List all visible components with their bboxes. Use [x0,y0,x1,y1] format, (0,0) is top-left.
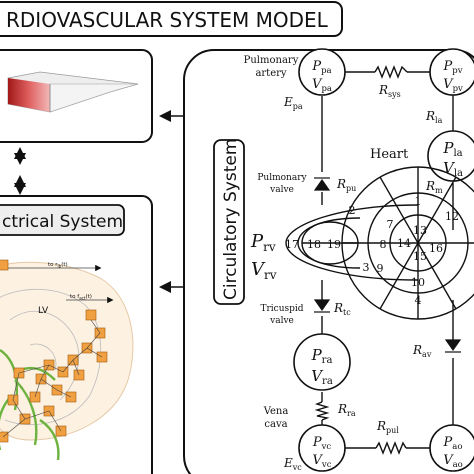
r-av: Rav [412,343,432,359]
rv-outer [285,204,419,281]
ao-volume: Vao [443,453,463,470]
r-pul: Rpul [376,419,399,435]
ao-node [429,424,474,472]
tricuspid-valve-diode [313,299,331,313]
resistor-pul [375,441,407,455]
resistor-sys [374,65,408,79]
heart-model [285,166,474,320]
pulmonary-valve-label-1: Pulmonary [257,173,307,183]
segment-19: 19 [327,238,341,251]
tricuspid-valve-label-2: valve [269,316,294,326]
ra-pressure: Pra [311,346,333,366]
aortic-valve-diode [444,339,462,353]
pv-node [429,48,474,96]
r-m: Rm [425,179,443,195]
electrical-title-box [0,204,125,236]
resistor-symbols [314,65,408,455]
heart-label: Heart [370,147,409,162]
pa-volume: Vpa [312,77,332,94]
pa-name-2: artery [255,68,286,79]
segment-17: 17 [285,238,299,251]
r-sys: Rsys [378,83,401,99]
segment-13: 13 [413,224,427,237]
pa-pressure: Ppa [311,59,331,76]
resistance-labels: Rsys Rla Rpu Rm Rtc Rra Rpul Rav [333,83,443,435]
tricuspid-valve-label-1: Tricuspid [260,304,303,314]
segment-labels: 1 2 3 4 7 8 9 10 12 13 14 15 16 17 18 19 [285,195,459,307]
segment-2: 2 [349,204,356,217]
circulatory-title: Circulatory System [221,139,241,300]
segment-9: 9 [377,262,384,275]
lv-conduction-sketch: LV [0,259,134,461]
vc-pressure: Pvc [312,435,332,452]
rv-pressure: Prv [250,231,276,254]
title-banner: RDIOVASCULAR SYSTEM MODEL [0,1,343,37]
vc-volume: Vvc [313,453,332,470]
resistor-ra [314,401,330,421]
electrical-title: ctrical System [2,212,123,232]
compartment-nodes [293,48,474,472]
vc-name-2: cava [264,419,287,430]
pulmonary-valve-diode [313,177,331,191]
fact-output-label: to fact(t) [70,294,92,301]
electrical-panel: ctrical System [0,195,153,474]
page-title: RDIOVASCULAR SYSTEM MODEL [6,8,329,32]
rv-inner [297,217,361,269]
e-vc: Evc [283,456,302,472]
r-ra: Rra [337,402,356,418]
rv-labels: Prv Vrv [250,231,277,282]
pv-volume: Vpv [443,77,463,94]
circulatory-title-box [213,139,245,305]
vc-node [298,424,346,472]
segment-1: 1 [415,195,422,208]
circulatory-panel: Circulatory System [183,48,474,474]
r-tc: Rtc [333,301,351,317]
compartment-names: Pulmonary artery Vena cava Pulmonary val… [244,55,308,430]
circuit-wires [321,71,454,449]
pulmonary-valve-label-2: valve [269,185,294,195]
segment-10: 10 [411,276,425,289]
ao-pressure: Pao [443,435,463,452]
segment-8: 8 [380,238,387,251]
tissue-slab-image [7,71,139,113]
pa-name-1: Pulmonary [244,55,299,66]
ra-node [293,333,351,391]
segment-18: 18 [307,238,321,251]
segment-4: 4 [415,294,422,307]
ra-volume: Vra [311,367,333,387]
valve-symbols [313,177,462,353]
rv-volume: Vrv [251,259,277,282]
segment-14: 14 [397,237,411,250]
vc-name-1: Vena [263,406,289,417]
elastance-labels: Epa Evc [283,95,303,472]
segment-12: 12 [445,210,459,223]
lv-label: LV [38,306,49,316]
e-pa: Epa [283,95,303,111]
segment-16: 16 [429,242,443,255]
mechanics-panel [0,49,153,143]
rlb-output-label: to rlb(t) [48,262,68,269]
la-volume: Vla [443,159,463,179]
r-la: Rla [425,109,443,125]
compartment-labels: Ppa Vpa Ppv Vpv Pla Vla Pra Vra Pvc Vvc … [311,59,463,470]
la-pressure: Pla [442,139,462,159]
segment-3: 3 [363,261,370,274]
segment-15: 15 [413,250,427,263]
r-pu: Rpu [336,177,356,193]
segment-7: 7 [387,218,394,231]
pv-pressure: Ppv [443,59,463,76]
pa-node [298,48,346,96]
